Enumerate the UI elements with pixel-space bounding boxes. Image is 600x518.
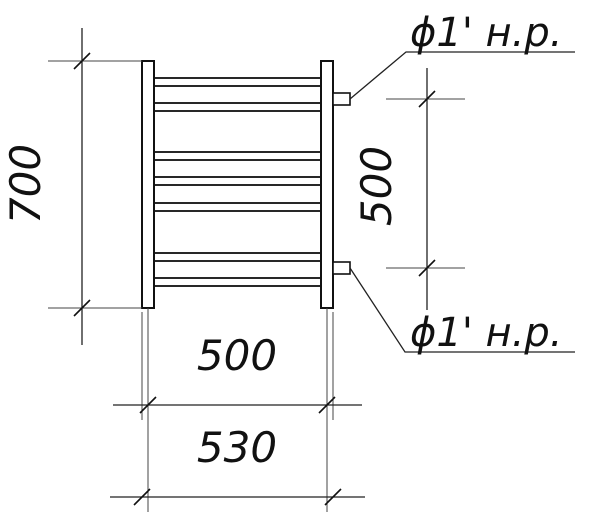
rail-bar-7 bbox=[152, 277, 324, 287]
bottom-fitting bbox=[332, 261, 351, 275]
top-fitting bbox=[332, 92, 351, 106]
leaders bbox=[349, 51, 575, 353]
rail-bar-5 bbox=[152, 202, 324, 212]
connection-spacing-label: 500 bbox=[352, 146, 401, 226]
bottom-connection-note: ϕ1' н.р. bbox=[410, 310, 563, 356]
left-post bbox=[141, 60, 155, 309]
bottom-leader-line bbox=[349, 267, 575, 353]
overall-width-label: 530 bbox=[197, 423, 277, 472]
rail-bar-1 bbox=[152, 77, 324, 87]
right-post bbox=[320, 60, 334, 309]
rail-bar-4 bbox=[152, 176, 324, 186]
overall-height-label: 700 bbox=[1, 144, 50, 224]
top-leader-line bbox=[349, 51, 575, 100]
towel-rail bbox=[141, 60, 351, 309]
center-width-label: 500 bbox=[197, 331, 277, 380]
rail-bar-3 bbox=[152, 151, 324, 161]
top-connection-note: ϕ1' н.р. bbox=[410, 10, 563, 56]
rail-bar-2 bbox=[152, 102, 324, 112]
connection-spacing-dimension bbox=[386, 68, 465, 310]
height-dimension bbox=[48, 28, 142, 345]
rail-bar-6 bbox=[152, 252, 324, 262]
width-dimensions bbox=[110, 308, 365, 512]
